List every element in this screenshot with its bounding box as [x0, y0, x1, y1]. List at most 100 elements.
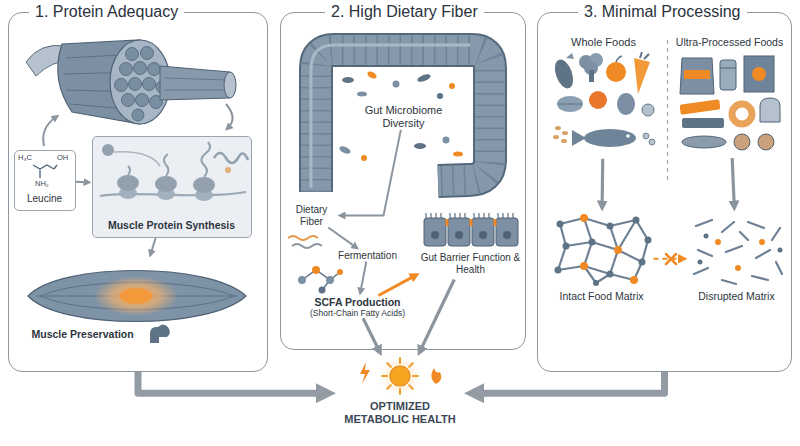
whole-foods — [566, 53, 574, 59]
bacteria — [338, 70, 463, 161]
colon-figure — [316, 50, 490, 192]
scfa-molecules — [298, 276, 306, 284]
bacteria — [414, 143, 426, 149]
intact-matrix — [607, 271, 614, 278]
intact-matrix — [580, 214, 638, 284]
intact-matrix — [580, 262, 588, 270]
intact-matrix — [555, 267, 562, 274]
connector-arrow — [378, 276, 415, 296]
panel: 2. High Dietary FiberGut Microbiome Dive… — [280, 12, 526, 350]
processed-foods — [732, 104, 752, 124]
node-label: Gut Barrier Function & Health — [420, 252, 522, 276]
disrupted-matrix — [694, 220, 783, 284]
disrupted-matrix — [715, 239, 721, 245]
matrix-figure: Disrupted Matrix — [688, 212, 786, 307]
matrix-figure: Intact Food Matrix — [550, 212, 654, 307]
whole-foods — [616, 56, 622, 62]
health-sun — [387, 385, 391, 389]
intact-matrix — [563, 243, 570, 250]
processed-foods — [680, 58, 714, 94]
barrier-cells — [431, 231, 439, 239]
intact-matrix — [555, 214, 652, 286]
connector-arrow — [328, 228, 356, 248]
colon-figure — [311, 45, 490, 192]
scfa-molecules — [298, 266, 343, 294]
barrier-cells — [494, 219, 497, 226]
connector-arrow — [420, 280, 454, 352]
connector-arrow — [654, 258, 683, 260]
node-label: Intact Food Matrix — [550, 290, 654, 303]
processed-foods — [720, 68, 736, 69]
muscle-spindle — [120, 288, 152, 304]
barrier-cells — [424, 213, 518, 246]
chem-label: H₃C — [18, 154, 32, 162]
disrupted-matrix — [735, 265, 741, 271]
bacteria — [361, 155, 367, 161]
panel-title: 1. Protein Adequacy — [29, 2, 184, 22]
processed-foods — [758, 134, 774, 150]
intact-matrix — [607, 223, 614, 230]
processed-foods — [720, 60, 736, 90]
fiber-section — [120, 63, 133, 76]
bacteria — [342, 77, 354, 83]
node-label: Leucine — [17, 193, 73, 205]
bacteria — [366, 70, 378, 80]
health-sun — [390, 366, 410, 386]
health-sun — [399, 358, 401, 363]
chem-label: OH — [57, 154, 68, 162]
health-sun — [380, 356, 420, 396]
whole-foods — [553, 135, 559, 139]
bacteria — [393, 81, 400, 88]
intact-matrix — [593, 280, 599, 286]
intact-matrix — [555, 217, 652, 287]
disrupted-matrix — [694, 220, 782, 284]
whole-foods — [606, 62, 626, 82]
flow-arrow — [226, 104, 233, 128]
whole-foods — [640, 52, 649, 59]
whole-foods — [634, 58, 650, 94]
fiber-label: Dietary Fiber — [286, 204, 338, 228]
intact-matrix — [633, 217, 640, 224]
node-label: Ultra-Processed Foods — [672, 36, 788, 49]
bacteria — [357, 92, 367, 97]
muscle-figure: Muscle Preservation — [18, 258, 254, 349]
microbiome-label: Gut Microbiome Diversity — [352, 104, 456, 130]
connector-arrow — [342, 130, 401, 216]
node-label: Muscle Preservation — [32, 328, 240, 341]
leucine-molecule — [39, 170, 40, 178]
processed-foods — [682, 136, 726, 148]
node-label: Muscle Protein Synthesis — [97, 219, 247, 232]
connector-arrow — [601, 159, 605, 206]
intact-matrix — [589, 239, 596, 246]
muscle-spindle — [28, 271, 246, 322]
intact-matrix — [557, 221, 564, 228]
health-sun — [360, 356, 441, 396]
intact-matrix — [645, 237, 652, 244]
whole-foods — [557, 96, 583, 112]
fiber-section — [143, 78, 156, 91]
processed-foods — [679, 99, 720, 114]
intact-matrix — [614, 246, 622, 254]
panel: 3. Minimal ProcessingWhole FoodsUltra-Pr… — [537, 12, 792, 372]
bacteria — [453, 152, 463, 157]
whole-foods — [589, 91, 607, 109]
process-label: Fermentation — [330, 250, 406, 262]
panel: 1. Protein AdequacyLeucineMuscle Protein… — [8, 12, 268, 372]
bacteria — [416, 73, 431, 83]
fiber-section — [148, 63, 161, 76]
whole-foods — [643, 133, 649, 139]
chem-label: NH₂ — [35, 180, 49, 188]
barrier-cells — [503, 231, 511, 239]
whole-foods — [551, 57, 576, 91]
health-sun — [382, 375, 387, 377]
fiber-strands — [288, 236, 318, 240]
connector-arrow — [474, 372, 665, 393]
processed-foods — [760, 98, 780, 122]
muscle-bundle — [224, 72, 236, 98]
whole-foods — [642, 104, 654, 116]
health-sun — [360, 362, 370, 384]
arm-icon — [150, 325, 170, 344]
disrupted-matrix — [759, 239, 765, 245]
fiber-section — [141, 47, 154, 60]
node-label: (Short-Chain Fatty Acids) — [292, 308, 424, 318]
